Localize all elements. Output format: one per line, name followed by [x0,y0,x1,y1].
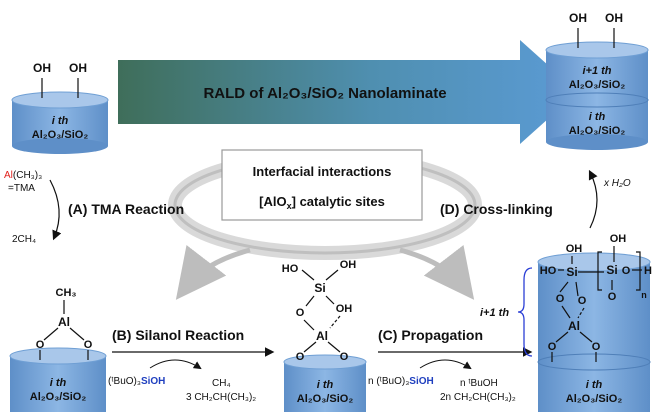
bm-si: Si [314,281,325,295]
step-b-product-isobutylene: 3 CH₂CH(CH₃)₂ [186,392,256,403]
rald-title: RALD of Al₂O₃/SiO₂ Nanolaminate [203,85,446,102]
br-oh-1: OH [566,243,583,255]
br-layer-material: Al₂O₃/SiO₂ [566,393,623,405]
step-b-label: (B) Silanol Reaction [112,327,244,343]
top-left-cylinder: OH OH i th Al₂O₃/SiO₂ [11,61,109,154]
br-si-1: Si [566,265,577,279]
bm-ho: HO [282,263,299,275]
br-n: n [641,290,647,300]
step-b-reagent: (ᵗBuO)₃SiOH [108,376,165,387]
br-h: H [644,265,652,277]
step-b-product-ch4: CH₄ [212,378,231,389]
step-d-label: (D) Cross-linking [440,201,553,217]
bl-layer-material: Al₂O₃/SiO₂ [30,391,87,403]
top-right-oh-1: OH [569,11,587,25]
br-si-2: Si [606,263,617,277]
bm-oh-bridge: OH [336,303,353,315]
tma-formula: Al(CH₃)₃ [4,170,42,181]
bm-layer-index: i th [317,379,334,391]
top-right-top-material: Al₂O₃/SiO₂ [569,79,626,91]
brace-label: i+1 th [480,307,509,319]
step-c-product-isobutylene: 2n CH₂CH(CH₃)₂ [440,392,516,403]
br-o-link: O [556,293,565,305]
top-right-cylinder: OH OH i+1 th Al₂O₃/SiO₂ i th Al₂O₃/SiO₂ [545,11,649,150]
br-ho: HO [540,265,557,277]
interfacial-interactions-label: Interfacial interactions [253,164,392,179]
top-left-layer-index: i th [52,115,69,127]
step-c-label: (C) Propagation [378,327,483,343]
bl-o-left: O [36,339,45,351]
top-left-oh-1: OH [33,61,51,75]
bl-o-right: O [84,339,93,351]
bm-al: Al [316,329,328,343]
tma-name: =TMA [8,183,35,194]
tma-byproduct: 2CH₄ [12,234,36,245]
bottom-left-cylinder: i th Al₂O₃/SiO₂ CH₃ Al O O [9,287,107,412]
rald-process-arrow [118,40,578,144]
br-oh-2: OH [610,233,627,245]
br-o-right: O [592,341,601,353]
br-o-left: O [548,341,557,353]
bm-o-left: O [296,351,305,363]
top-right-top-index: i+1 th [582,65,611,77]
step-a-label: (A) TMA Reaction [68,201,184,217]
top-left-oh-2: OH [69,61,87,75]
bm-o-right: O [340,351,349,363]
top-right-oh-2: OH [605,11,623,25]
bl-al: Al [58,315,70,329]
water-byproduct: x H₂O [603,178,631,189]
top-left-layer-material: Al₂O₃/SiO₂ [32,129,89,141]
bottom-middle-cylinder: i th Al₂O₃/SiO₂ HO OH Si O OH Al O O [282,259,367,412]
bl-ch3: CH₃ [56,287,77,299]
br-o-chain: O [622,265,631,277]
water-release-arrow [588,169,598,229]
bottom-right-cylinder: i th Al₂O₃/SiO₂ i+1 th OH HO Si OH Si O … [480,233,652,412]
br-layer-index: i th [586,379,603,391]
top-right-bottom-index: i th [589,111,606,123]
i-plus-1-brace [517,267,533,357]
br-al: Al [568,319,580,333]
br-o-mid: O [578,295,587,307]
step-a-tma: Al(CH₃)₃ =TMA 2CH₄ (A) TMA Reaction [4,170,184,245]
bm-o: O [296,307,305,319]
bm-oh-top: OH [340,259,357,271]
bm-layer-material: Al₂O₃/SiO₂ [297,393,354,405]
bl-layer-index: i th [50,377,67,389]
br-o-lower: O [608,291,617,303]
step-c-product-butanol: n ᵗBuOH [460,378,498,389]
top-right-bottom-material: Al₂O₃/SiO₂ [569,125,626,137]
catalytic-sites-label: [AlOx] catalytic sites [259,194,385,211]
interactions-box [221,149,423,221]
step-c-reagent: n (ᵗBuO)₃SiOH [368,376,434,387]
